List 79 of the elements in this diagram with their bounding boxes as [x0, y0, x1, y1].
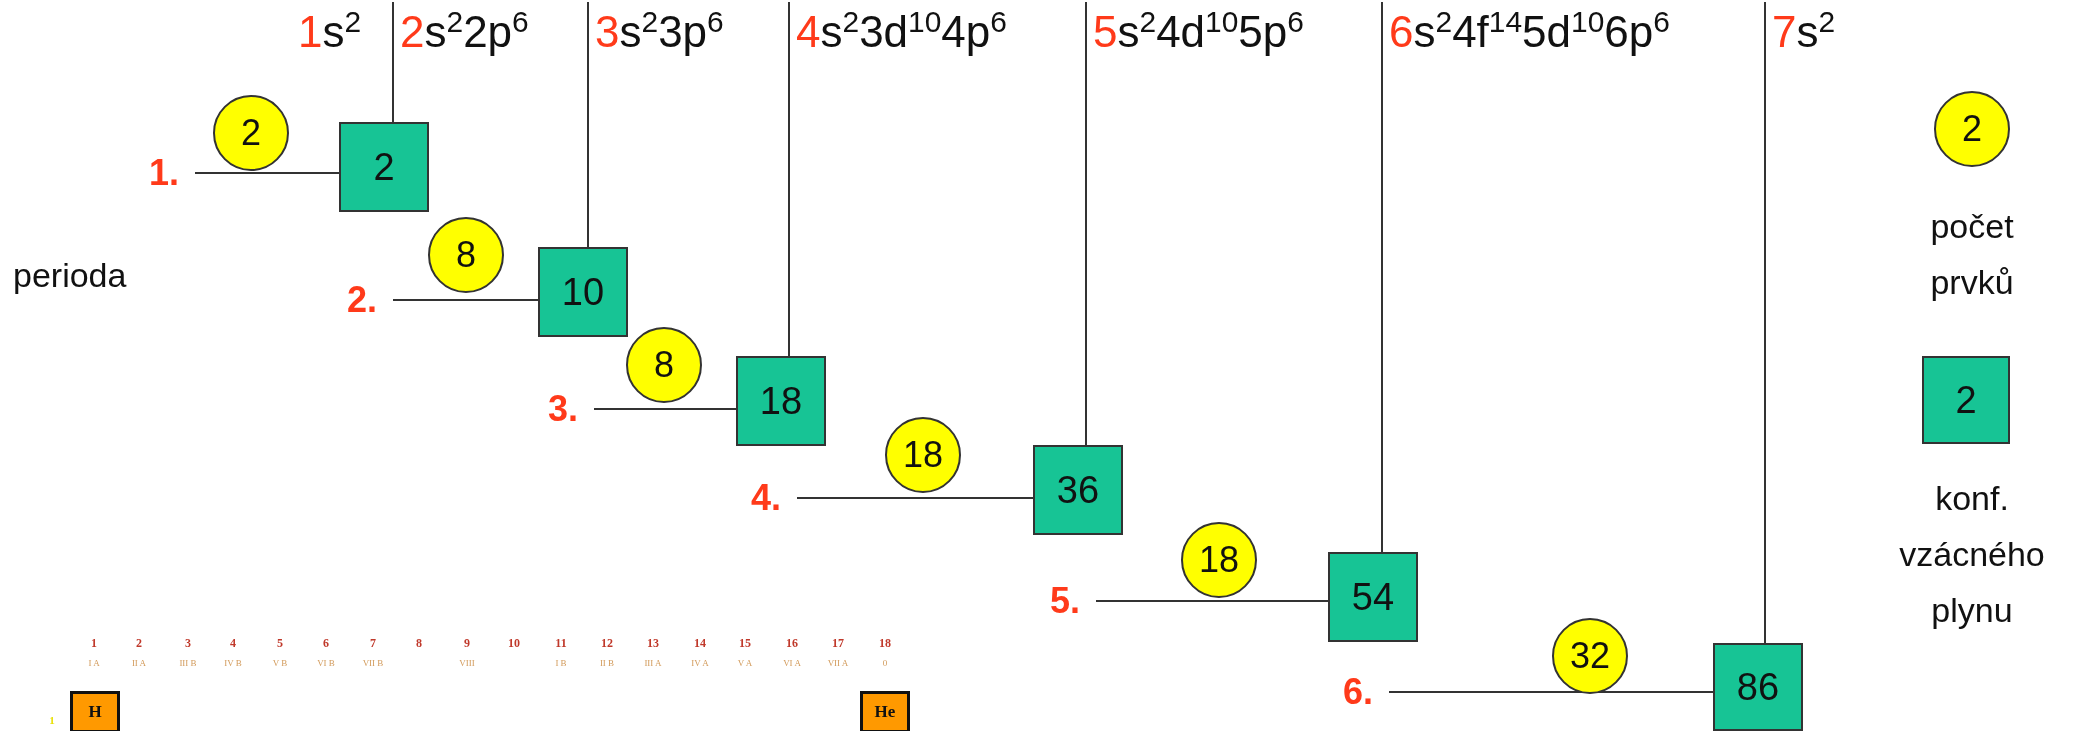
connector-line [194, 172, 340, 174]
element-count-circle: 18 [885, 417, 961, 493]
connector-line [796, 497, 1034, 499]
element-box: H [70, 691, 120, 731]
group-number: 16 [786, 636, 798, 651]
period-number: 4. [687, 476, 797, 520]
group-number: 14 [694, 636, 706, 651]
noble-gas-box: 54 [1328, 552, 1418, 642]
electron-configuration: 4s$^{2}$3d$^{10}$4p$^{6}$ [788, 6, 1080, 66]
connector-line [392, 1, 394, 123]
connector-line [788, 1, 790, 357]
electron-configuration: 6s$^{2}$4f$^{14}$5d$^{10}$6p$^{6}$ [1381, 6, 1759, 66]
group-label: VIII [459, 658, 475, 668]
group-label: 0 [882, 658, 888, 668]
period-number: 6. [1279, 670, 1389, 714]
group-number: 15 [739, 636, 751, 651]
connector-line [392, 299, 539, 301]
legend-circle: 2 [1934, 91, 2010, 167]
legend-text: počet prvků [1929, 206, 2015, 303]
connector-line [1381, 1, 1383, 553]
element-count-circle: 18 [1181, 522, 1257, 598]
noble-gas-box: 86 [1713, 643, 1803, 731]
element-count-circle: 8 [428, 217, 504, 293]
group-number: 3 [185, 636, 191, 651]
connector-line [1764, 1, 1766, 644]
group-number: 6 [323, 636, 329, 651]
group-number: 7 [370, 636, 376, 651]
group-label: III A [644, 658, 662, 668]
group-number: 11 [555, 636, 567, 651]
group-label: VII B [362, 658, 384, 668]
element-count-circle: 32 [1552, 618, 1628, 694]
connector-line [1085, 1, 1087, 446]
connector-line [593, 408, 737, 410]
connector-line [1388, 691, 1714, 693]
electron-configuration: 2s$^{2}$2p$^{6}$ [392, 6, 582, 66]
element-box: He [860, 691, 910, 731]
period-number: 1 [49, 714, 55, 726]
group-label: VI A [783, 658, 801, 668]
period-number: 3. [484, 387, 594, 431]
period-number: 2. [283, 278, 393, 322]
group-label: VI B [317, 658, 335, 668]
group-label: II A [131, 658, 147, 668]
electron-configuration: 7s$^{2}$ [1764, 6, 1889, 66]
group-number: 13 [647, 636, 659, 651]
connector-line [1095, 600, 1329, 602]
group-number: 4 [230, 636, 236, 651]
group-label: VII A [827, 658, 849, 668]
group-number: 12 [601, 636, 613, 651]
group-number: 1 [91, 636, 97, 651]
group-number: 8 [416, 636, 422, 651]
electron-configuration: 5s$^{2}$4d$^{10}$5p$^{6}$ [1085, 6, 1376, 66]
noble-gas-box: 18 [736, 356, 826, 446]
axis-label: perioda [13, 256, 127, 295]
period-number: 5. [986, 579, 1096, 623]
group-label: III B [179, 658, 197, 668]
group-number: 2 [136, 636, 142, 651]
group-number: 18 [879, 636, 891, 651]
group-number: 17 [832, 636, 844, 651]
group-label: IV A [691, 658, 709, 668]
element-count-circle: 2 [213, 95, 289, 171]
electron-configuration: 1s$^{2}$ [290, 6, 387, 66]
group-label: II B [599, 658, 615, 668]
group-label: V A [737, 658, 753, 668]
group-number: 5 [277, 636, 283, 651]
electron-configuration: 3s$^{2}$3p$^{6}$ [587, 6, 783, 66]
period-number: 1. [85, 151, 195, 195]
group-label: V B [272, 658, 288, 668]
connector-line [587, 1, 589, 248]
noble-gas-box: 2 [339, 122, 429, 212]
element-count-circle: 8 [626, 327, 702, 403]
group-label: I B [555, 658, 567, 668]
group-label: IV B [224, 658, 242, 668]
group-number: 10 [508, 636, 520, 651]
group-number: 9 [464, 636, 470, 651]
group-label: I A [88, 658, 100, 668]
legend-text: konf. vzácného plynu [1898, 478, 2046, 631]
noble-gas-box: 10 [538, 247, 628, 337]
noble-gas-box: 36 [1033, 445, 1123, 535]
legend-box: 2 [1922, 356, 2010, 444]
